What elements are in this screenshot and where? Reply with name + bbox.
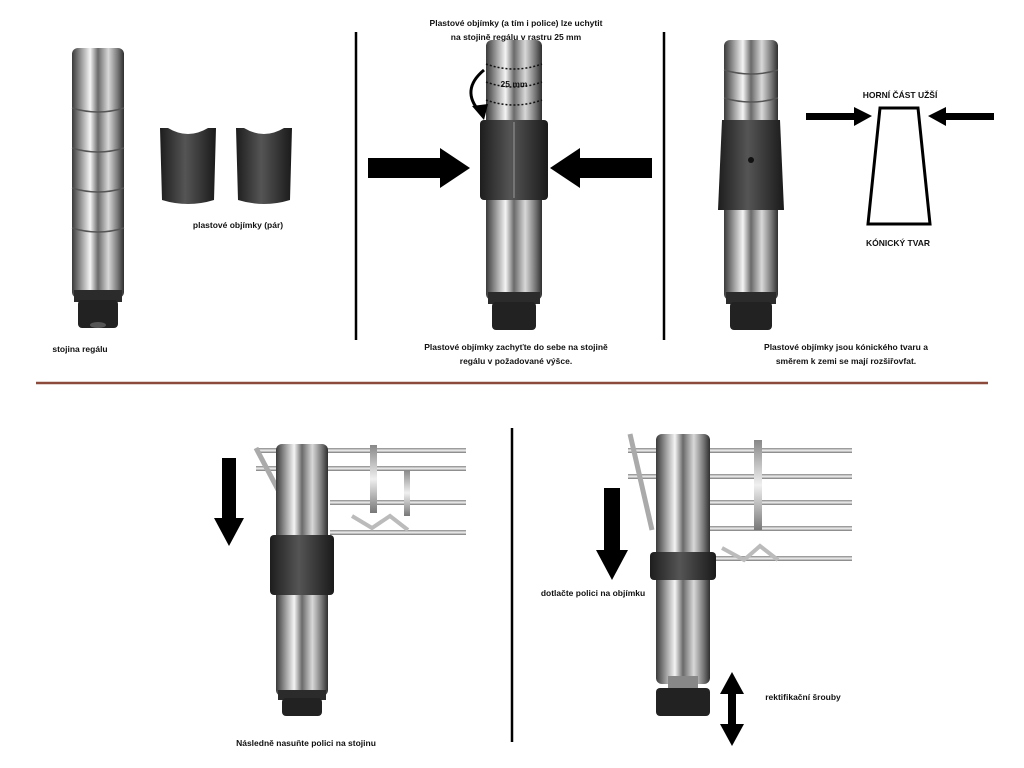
label-conical-sleeves: Plastové objímky jsou kónického tvaru a … <box>764 342 928 366</box>
label-attach-grid: Plastové objímky (a tím i police) lze uc… <box>429 18 603 42</box>
pole-image <box>71 48 125 328</box>
label-top-narrow: HORNÍ ČÁST UŽŠÍ <box>862 90 938 100</box>
arrow-left-pointing-right <box>368 148 470 188</box>
double-arrow-vertical <box>720 672 744 746</box>
label-pitch: 25 mm <box>500 79 528 89</box>
label-leveling-screws: rektifikační šrouby <box>765 692 841 702</box>
label-slide-shelf: Následně nasuňte polici na stojinu <box>236 738 376 748</box>
label-sleeves-pair: plastové objímky (pár) <box>192 220 284 230</box>
sleeve-pair-image <box>160 128 292 204</box>
arrow-pointing-left-cone <box>928 107 994 126</box>
label-press-shelf: dotlačte polici na objímku <box>540 588 646 598</box>
label-snap-sleeves: Plastové objímky zachyťte do sebe na sto… <box>424 342 608 366</box>
shelf-corner-image-press <box>627 433 852 716</box>
label-pole: stojina regálu <box>52 344 108 354</box>
arrow-down-press <box>596 488 628 580</box>
pole-conical-sleeve-image <box>718 40 784 330</box>
arrow-right-pointing-left <box>550 148 652 188</box>
label-conical-shape: KÓNICKÝ TVAR <box>865 238 931 248</box>
arrow-down-slide <box>214 458 244 546</box>
conical-shape-diagram <box>866 106 932 226</box>
arrow-pointing-right-cone <box>806 107 872 126</box>
pole-with-sleeves-image <box>469 40 548 330</box>
shelf-corner-image-slide <box>253 444 466 716</box>
